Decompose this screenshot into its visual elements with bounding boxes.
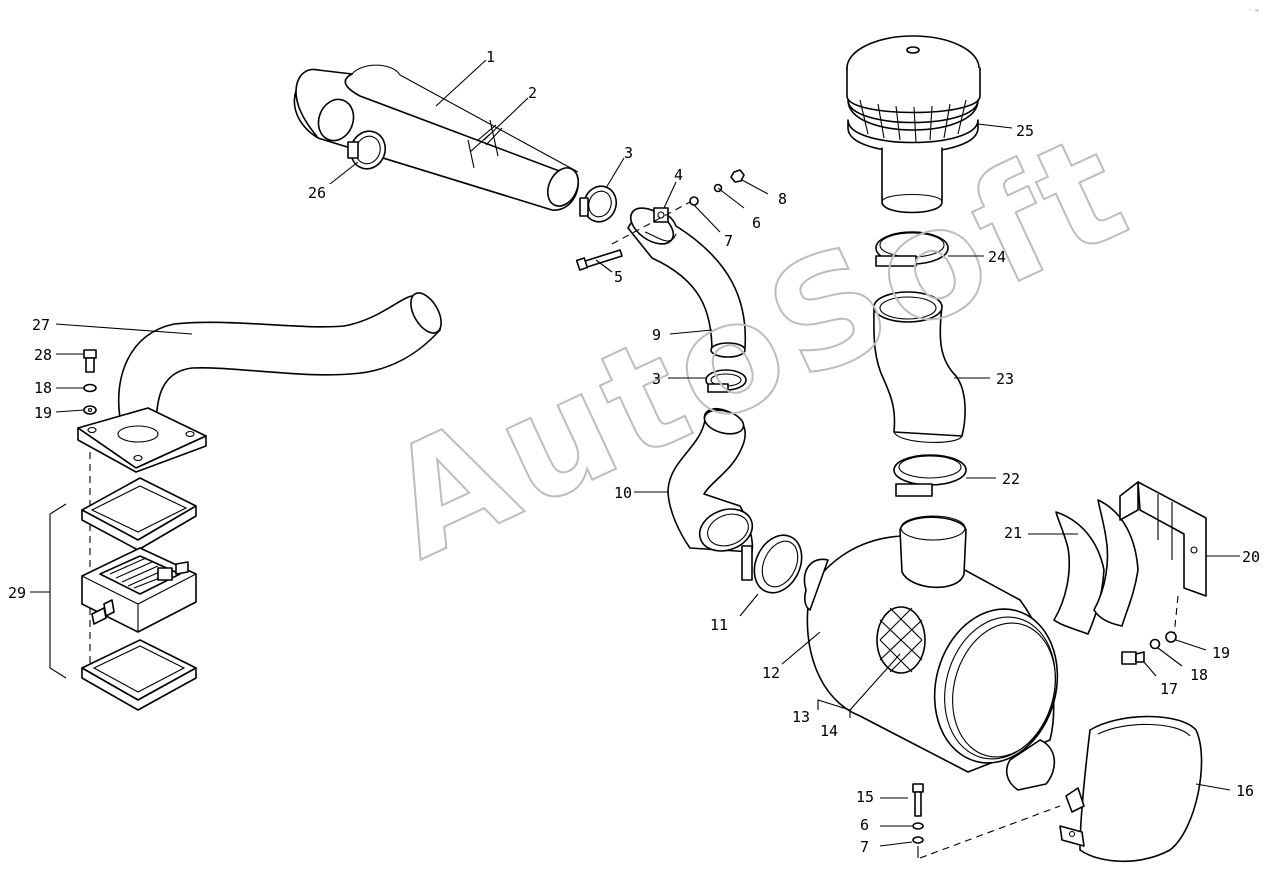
- callout-6-lower: 6: [860, 816, 869, 834]
- callout-3-middle: 3: [652, 370, 661, 388]
- callout-12: 12: [762, 664, 780, 682]
- part-23-pipe: [873, 291, 966, 443]
- part-16-strap-band: [1059, 715, 1203, 863]
- part-19-washer-right: [1165, 631, 1177, 643]
- callout-2: 2: [528, 84, 537, 102]
- part-8-nut: [730, 169, 745, 183]
- pipe-flange-plate: [77, 407, 207, 473]
- callout-18-left: 18: [34, 379, 52, 397]
- part-1-intake-pipe: [293, 64, 580, 211]
- callout-29: 29: [8, 584, 26, 602]
- callout-24: 24: [988, 248, 1006, 266]
- part-18-lockwasher-left: [83, 383, 97, 393]
- part-3-clamp-middle: [705, 369, 747, 393]
- part-24-clamp: [875, 231, 949, 267]
- callout-28: 28: [34, 346, 52, 364]
- bolt-centerline-upper: [611, 201, 691, 245]
- part-6-lockwasher-lower: [912, 822, 924, 830]
- callout-10: 10: [614, 484, 632, 502]
- part-7-washer-lower: [912, 836, 924, 844]
- leader-lines: [30, 59, 1240, 847]
- part-10-hose: [667, 407, 754, 553]
- strap-bolt-centerline: [919, 805, 1061, 859]
- callout-17: 17: [1160, 680, 1178, 698]
- callout-26: 26: [308, 184, 326, 202]
- callout-8: 8: [778, 190, 787, 208]
- callout-4: 4: [674, 166, 683, 184]
- part-12-air-cleaner-housing: [803, 515, 1059, 791]
- part-2-sleeve-marks: [467, 119, 499, 169]
- part-3-clamp-upper: [579, 185, 618, 223]
- part-28-bolt-left: [83, 349, 97, 373]
- callout-27: 27: [32, 316, 50, 334]
- callout-19-right: 19: [1212, 644, 1230, 662]
- part-21-strap-plate: [1053, 499, 1139, 635]
- callout-22: 22: [1002, 470, 1020, 488]
- callout-numbers: 1 2 3 4 5 6 7 8 9 3 10 11 12 13 14 15 6 …: [8, 48, 1260, 856]
- part-17-bolt-right: [1121, 651, 1145, 665]
- callout-7-upper: 7: [724, 232, 733, 250]
- callout-1: 1: [486, 48, 495, 66]
- part-29-bracket: [49, 503, 67, 679]
- callout-20: 20: [1242, 548, 1260, 566]
- callout-23: 23: [996, 370, 1014, 388]
- callout-19-left: 19: [34, 404, 52, 422]
- part-26-clamp: [347, 130, 387, 170]
- callout-21: 21: [1004, 524, 1022, 542]
- callout-16: 16: [1236, 782, 1254, 800]
- part-4-bracket: [653, 207, 669, 223]
- corner-mark: ☞ ✉: [1248, 7, 1259, 14]
- part-25-precleaner: [846, 35, 981, 214]
- part-15-bolt-lower: [912, 783, 924, 817]
- callout-14: 14: [820, 722, 838, 740]
- callout-11: 11: [710, 616, 728, 634]
- callout-6-upper: 6: [752, 214, 761, 232]
- part-7-washer-upper: [689, 196, 699, 206]
- part-20-mounting-bracket: [1119, 481, 1207, 597]
- callout-13: 13: [792, 708, 810, 726]
- part-18-lockwasher-right: [1149, 638, 1161, 650]
- part-22-clamp: [893, 454, 967, 497]
- callout-15: 15: [856, 788, 874, 806]
- callout-3-upper: 3: [624, 144, 633, 162]
- part-5-bolt: [575, 249, 623, 271]
- callout-18-right: 18: [1190, 666, 1208, 684]
- callout-25: 25: [1016, 122, 1034, 140]
- part-11-clamp: [741, 534, 803, 594]
- part-27-long-pipe: [117, 292, 442, 431]
- callout-9: 9: [652, 326, 661, 344]
- bracket-centerline: [1173, 595, 1179, 637]
- callout-5: 5: [614, 268, 623, 286]
- callout-7-lower: 7: [860, 838, 869, 856]
- part-13-14-filter-window: [876, 606, 926, 674]
- part-9-elbow-pipe: [627, 207, 747, 358]
- part-29-intake-heater-assembly: [81, 477, 197, 711]
- part-19-washer-left: [83, 405, 97, 415]
